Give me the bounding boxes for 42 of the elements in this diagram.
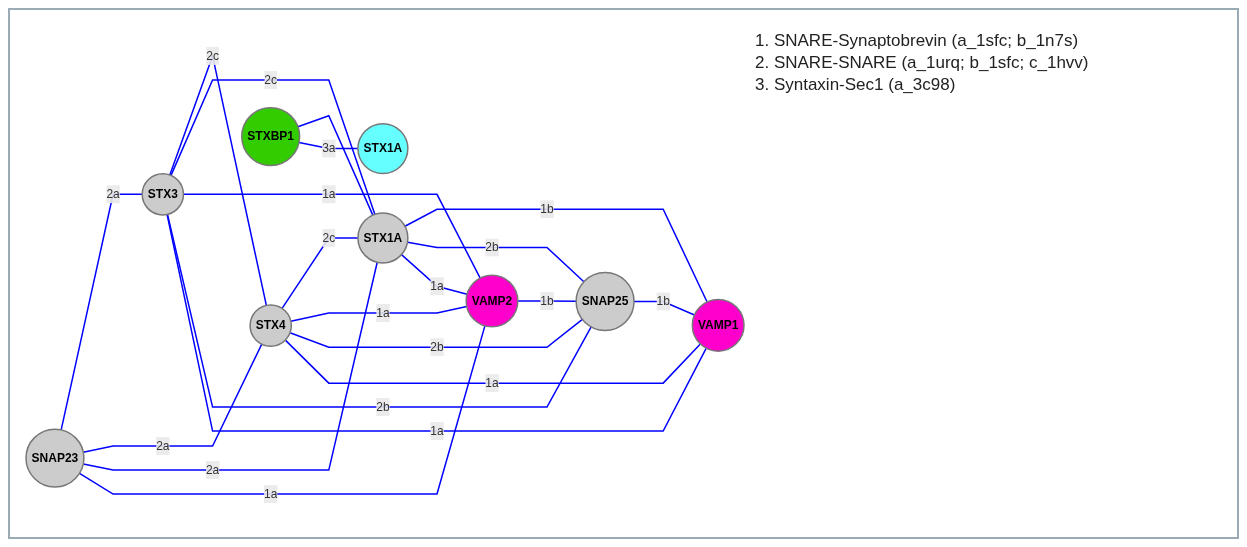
connector [170, 79, 376, 216]
edge-label: 2b [430, 340, 444, 354]
connector [78, 325, 486, 495]
connector [290, 305, 468, 322]
edge-label: 1a [264, 487, 278, 501]
connector [281, 237, 359, 310]
edge-label: 2c [206, 49, 219, 62]
edge-label: 1a [322, 187, 336, 201]
edge-label: 1b [540, 202, 554, 216]
connector [289, 318, 584, 349]
edge-label: 1a [485, 376, 499, 390]
node-circle: VAMP2 [465, 274, 519, 328]
connector [517, 300, 577, 302]
connector [404, 208, 708, 303]
edge-label: 1a [376, 306, 390, 320]
edge-label: 2b [485, 240, 499, 254]
edge-label: 2c [322, 231, 336, 244]
edge-label: 2b [376, 400, 390, 414]
node-circle: SNAP23 [25, 428, 85, 488]
node-circle: STX4 [249, 304, 293, 347]
connector [400, 253, 468, 296]
edge-label: 1a [430, 424, 444, 438]
edge-label: 1b [656, 294, 670, 308]
edge-label: 1b [540, 294, 554, 308]
edge-label: 2c [264, 73, 278, 86]
edge-label: 1a [430, 279, 444, 293]
node-circle: STX3 [141, 172, 185, 216]
node-circle: VAMP1 [691, 298, 745, 352]
edge-label: 3a [322, 141, 336, 155]
node-circle: SNAP25 [575, 271, 635, 332]
connector [60, 193, 143, 431]
connector [284, 339, 702, 384]
legend-note: 2. SNARE-SNARE (a_1urq; b_1sfc; c_1hvv) [755, 52, 1089, 74]
node-circle: STX1A [357, 212, 409, 264]
edge-label: 2a [106, 187, 120, 201]
legend-note: 3. Syntaxin-Sec1 (a_3c98) [755, 74, 957, 96]
node-circle: STXBP1 [241, 106, 301, 167]
legend-note: 1. SNARE-Synaptobrevin (a_1sfc; b_1n7s) [755, 30, 1080, 52]
edge-label: 2a [205, 463, 220, 477]
connector [82, 261, 378, 471]
node-circle: STX1A [357, 122, 409, 175]
edge-label: 2a [156, 439, 170, 453]
